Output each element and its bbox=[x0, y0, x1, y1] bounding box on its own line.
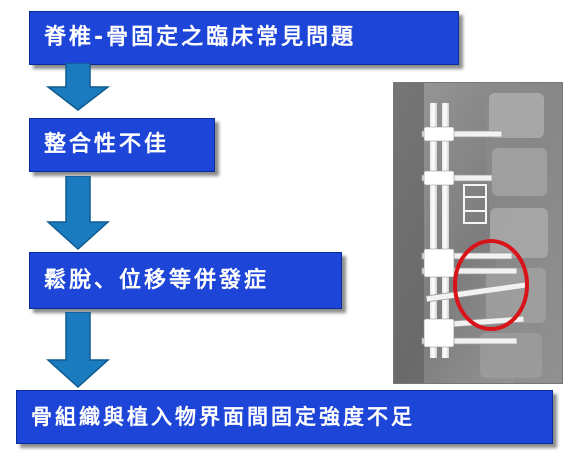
red-circle-highlight bbox=[453, 239, 529, 331]
down-arrow-icon bbox=[46, 63, 110, 111]
step-box-interface-strength: 骨組織與植入物界面間固定強度不足 bbox=[16, 390, 553, 444]
step-box-poor-integration: 整合性不佳 bbox=[29, 118, 215, 172]
step-label-complications: 鬆脫、位移等併發症 bbox=[44, 267, 270, 293]
down-arrow-icon bbox=[46, 312, 110, 388]
step-box-complications: 鬆脫、位移等併發症 bbox=[29, 252, 342, 309]
step-box-problem-title: 脊椎-骨固定之臨床常見問題 bbox=[29, 11, 459, 65]
down-arrow-icon bbox=[46, 176, 110, 250]
spine-xray-image bbox=[393, 82, 563, 384]
step-label-problem-title: 脊椎-骨固定之臨床常見問題 bbox=[44, 25, 357, 50]
step-label-poor-integration: 整合性不佳 bbox=[44, 132, 170, 157]
step-label-interface-strength: 骨組織與植入物界面間固定強度不足 bbox=[31, 404, 415, 429]
